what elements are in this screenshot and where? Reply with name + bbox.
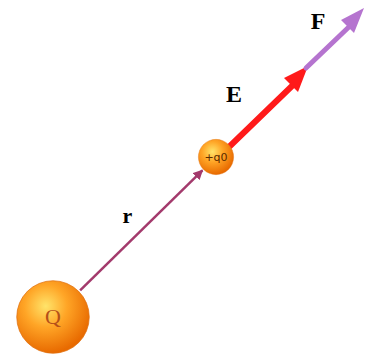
vector-label: r: [122, 205, 132, 227]
field-label: E: [226, 82, 242, 106]
charge-label: +q0: [204, 152, 227, 163]
source-charge: Q: [16, 280, 90, 354]
force-label: F: [311, 9, 326, 33]
position-vector: [80, 170, 202, 290]
test-charge: +q0: [198, 139, 234, 175]
f-arrowhead: [341, 8, 364, 33]
charge-label: Q: [45, 306, 61, 328]
